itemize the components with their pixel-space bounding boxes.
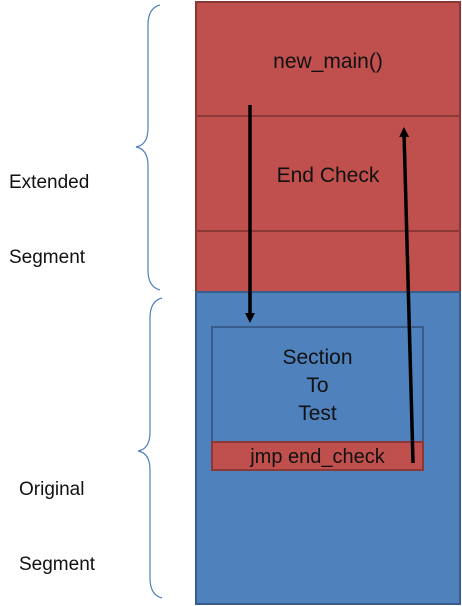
original-brace xyxy=(137,297,163,599)
original-label-line1: Original xyxy=(19,479,85,500)
extended-label-line2: Segment xyxy=(9,247,86,268)
end-check-label: End Check xyxy=(276,164,380,187)
section-label-line3: Test xyxy=(298,402,337,425)
extended-segment-label: Extended Segment xyxy=(9,120,89,295)
jmp-end-check-block: jmp end_check xyxy=(211,441,424,471)
original-segment-label: Original Segment xyxy=(19,427,95,602)
extended-padding-block xyxy=(195,230,461,293)
extended-label-line1: Extended xyxy=(9,172,90,193)
new-main-label: new_main() xyxy=(273,50,383,73)
extended-brace xyxy=(135,4,161,291)
section-to-test-block: Section To Test xyxy=(211,326,424,444)
section-label-line1: Section xyxy=(282,346,353,369)
section-label-line2: To xyxy=(306,374,329,397)
original-label-line2: Segment xyxy=(19,554,96,575)
jmp-end-check-label: jmp end_check xyxy=(250,446,385,468)
return-arrow-up xyxy=(399,127,415,464)
new-main-block: new_main() xyxy=(195,1,461,117)
